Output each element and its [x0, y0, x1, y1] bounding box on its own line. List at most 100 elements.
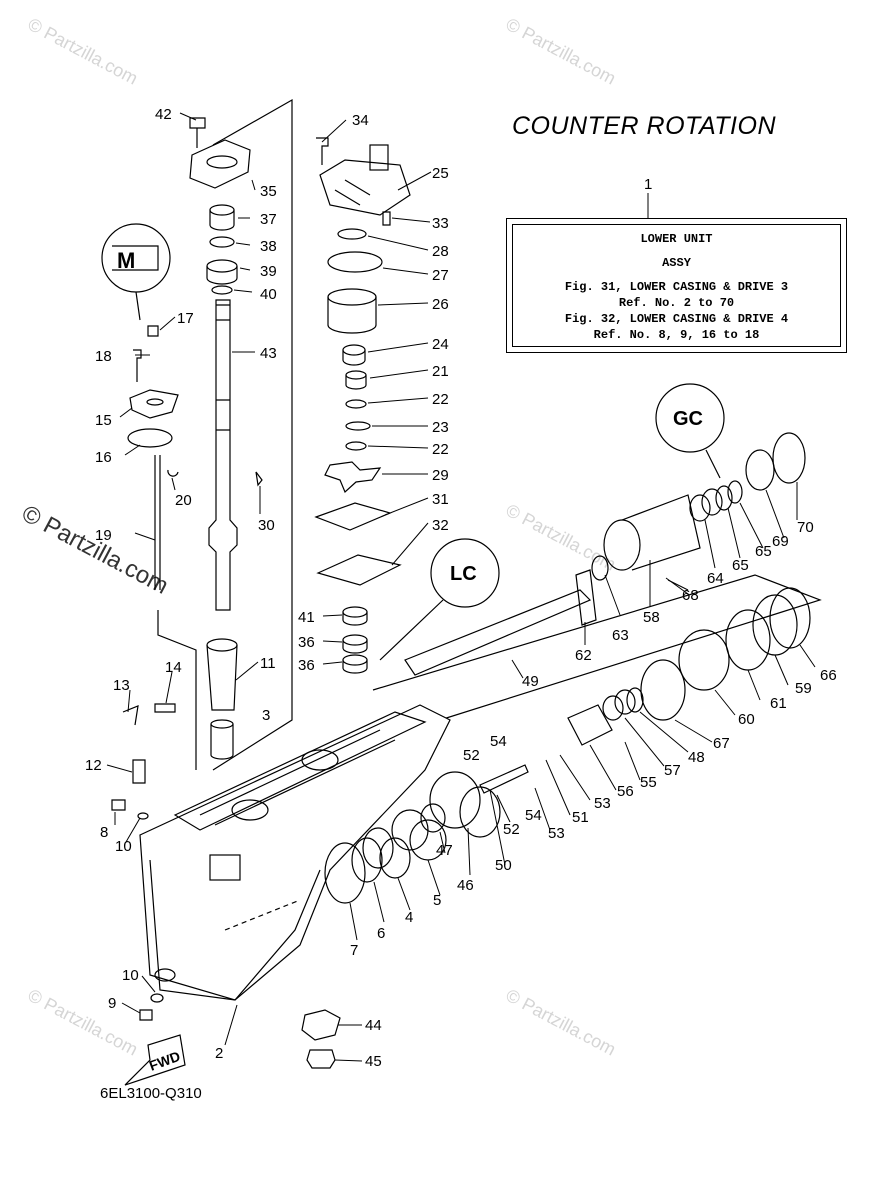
callout-52b: 52 [503, 821, 520, 838]
spline-62 [575, 569, 597, 626]
drive-group-boundary [212, 98, 293, 771]
reference-line-1: Fig. 31, LOWER CASING & DRIVE 3 [564, 280, 789, 294]
callout-26: 26 [432, 296, 449, 313]
plug-14 [154, 703, 176, 713]
callout-35: 35 [260, 183, 277, 200]
callout-65a: 65 [732, 557, 749, 574]
water-pump-housing [319, 144, 411, 216]
lc-badge [379, 538, 500, 661]
reference-box: LOWER UNIT ASSY Fig. 31, LOWER CASING & … [506, 218, 847, 353]
spacer-17 [147, 325, 159, 337]
callout-66: 66 [820, 667, 837, 684]
callout-8: 8 [100, 824, 108, 841]
o-ring-63 [591, 555, 609, 581]
callout-53a: 53 [594, 795, 611, 812]
callout-16: 16 [95, 449, 112, 466]
callout-49: 49 [522, 673, 539, 690]
bearing-37 [209, 204, 235, 231]
shift-plunger-50 [479, 764, 529, 794]
reference-line-4: Ref. No. 8, 9, 16 to 18 [593, 328, 760, 342]
callout-34: 34 [352, 112, 369, 129]
callout-12: 12 [85, 757, 102, 774]
callout-5: 5 [433, 892, 441, 909]
callout-60: 60 [738, 711, 755, 728]
nut-45 [306, 1049, 336, 1069]
callout-62: 62 [575, 647, 592, 664]
callout-36b: 36 [298, 657, 315, 674]
callout-52a: 52 [463, 747, 480, 764]
callout-51: 51 [572, 809, 589, 826]
forward-gear-46 [429, 771, 501, 838]
bolt-18 [133, 349, 142, 382]
lc-badge-label: LC [450, 563, 477, 585]
callout-39: 39 [260, 263, 277, 280]
seal-40 [211, 285, 233, 295]
callout-37: 37 [260, 211, 277, 228]
m-badge-label: M [117, 248, 135, 273]
callout-13: 13 [113, 677, 130, 694]
gc-badge-label: GC [673, 408, 703, 430]
callout-67: 67 [713, 735, 730, 752]
gasket-10-upper [137, 812, 149, 820]
callout-63: 63 [612, 627, 629, 644]
washer-22b [345, 441, 367, 451]
o-ring-28 [337, 228, 367, 240]
callout-65b: 65 [755, 543, 772, 560]
bearing-47 [420, 803, 446, 833]
screw-9 [139, 1009, 153, 1021]
callout-20: 20 [175, 492, 192, 509]
oil-seal-36b [342, 654, 368, 674]
propshaft-group-boundary [372, 574, 822, 721]
callout-58: 58 [643, 609, 660, 626]
callout-29: 29 [432, 467, 449, 484]
callout-17: 17 [177, 310, 194, 327]
shim-6 [351, 837, 383, 883]
callout-9: 9 [108, 995, 116, 1012]
shim-38 [209, 236, 235, 248]
ring-nut-70 [772, 432, 806, 484]
callout-56: 56 [617, 783, 634, 800]
propeller-shaft-housing-58 [603, 494, 701, 571]
callout-1: 1 [644, 176, 652, 193]
callout-59: 59 [795, 680, 812, 697]
callout-32: 32 [432, 517, 449, 534]
callout-3: 3 [262, 707, 270, 724]
callout-64: 64 [707, 570, 724, 587]
callout-31: 31 [432, 491, 449, 508]
oil-seal-39 [206, 259, 238, 285]
callout-69: 69 [772, 533, 789, 550]
impeller-29 [324, 461, 382, 494]
dowel-33 [382, 211, 391, 226]
part-number-labels: 42 34 35 25 37 33 38 28 39 27 40 26 17 2… [85, 106, 837, 1070]
callout-22a: 22 [432, 391, 449, 408]
seal-24 [342, 344, 366, 366]
sleeve-11 [206, 638, 238, 711]
callout-4: 4 [405, 909, 413, 926]
gasket-27 [327, 251, 383, 273]
callout-7: 7 [350, 942, 358, 959]
callout-48: 48 [688, 749, 705, 766]
callout-54a: 54 [490, 733, 507, 750]
propeller-shaft-49 [404, 589, 592, 676]
reference-name-line1: LOWER UNIT [640, 232, 713, 246]
bolt-34 [316, 137, 329, 165]
reference-box-inner: LOWER UNIT ASSY Fig. 31, LOWER CASING & … [512, 224, 841, 347]
callout-54b: 54 [525, 807, 542, 824]
callout-68: 68 [682, 587, 699, 604]
callout-15: 15 [95, 412, 112, 429]
washer-22a [345, 399, 367, 409]
callout-30: 30 [258, 517, 275, 534]
pump-insert-cartridge-26 [327, 288, 377, 334]
shim-66 [769, 587, 811, 649]
reference-name-line2: ASSY [662, 256, 691, 270]
key-23 [345, 421, 371, 431]
callout-28: 28 [432, 243, 449, 260]
callout-24: 24 [432, 336, 449, 353]
o-ring-67 [640, 659, 686, 721]
fwd-arrow [124, 1034, 186, 1086]
callout-11: 11 [260, 655, 276, 672]
bearing-59 [752, 594, 798, 656]
gasket-32 [316, 554, 402, 586]
bushing-3 [210, 719, 234, 760]
shift-rod-lever-15 [129, 389, 179, 419]
